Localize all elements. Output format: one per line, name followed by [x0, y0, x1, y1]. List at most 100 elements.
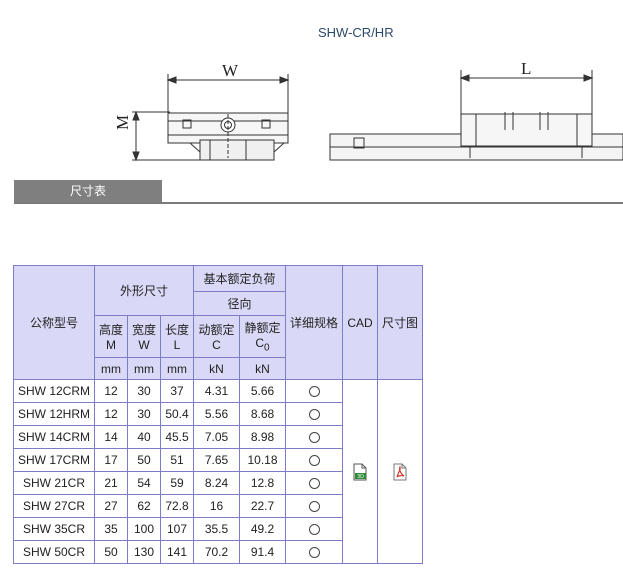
cell-model: SHW 12CRM	[13, 379, 95, 403]
cell-c: 7.05	[193, 425, 240, 449]
radio-circle-icon[interactable]	[308, 386, 320, 398]
unit-static: kN	[239, 357, 286, 380]
cell-model: SHW 21CR	[13, 471, 95, 495]
header-basic-load: 基本额定负荷	[193, 265, 286, 292]
header-detail: 详细规格	[285, 265, 343, 380]
radio-circle-icon[interactable]	[308, 501, 320, 513]
cell-detail	[285, 540, 343, 564]
cell-c0: 22.7	[239, 494, 286, 518]
cell-w: 30	[127, 379, 161, 403]
cell-detail	[285, 517, 343, 541]
cell-m: 35	[94, 517, 128, 541]
cell-l: 45.5	[160, 425, 194, 449]
page-title: SHW-CR/HR	[318, 25, 394, 40]
side-view	[329, 70, 623, 161]
table-row: SHW 12CRM 12 30 37 4.31 5.66 3D	[13, 379, 423, 564]
cell-m: 12	[94, 402, 128, 426]
radio-circle-icon[interactable]	[308, 524, 320, 536]
table-row: SHW 12HRM 12 30 50.4 5.56 8.68	[13, 402, 423, 426]
table-row: SHW 35CR 35 100 107 35.5 49.2	[13, 517, 423, 541]
cell-l: 50.4	[160, 402, 194, 426]
cell-c: 35.5	[193, 517, 240, 541]
cell-m: 50	[94, 540, 128, 564]
unit-length: mm	[160, 357, 194, 380]
cell-m: 12	[94, 379, 128, 403]
pdf-file-icon[interactable]	[392, 463, 408, 481]
cell-c: 5.56	[193, 402, 240, 426]
cell-c: 7.65	[193, 448, 240, 472]
cell-model: SHW 50CR	[13, 540, 95, 564]
front-view	[132, 74, 290, 162]
cell-c0: 49.2	[239, 517, 286, 541]
header-outer-dims: 外形尺寸	[94, 265, 194, 316]
cell-l: 72.8	[160, 494, 194, 518]
cell-w: 50	[127, 448, 161, 472]
unit-width: mm	[127, 357, 161, 380]
section-tab-dimensions[interactable]: 尺寸表	[14, 180, 162, 202]
cell-l: 37	[160, 379, 194, 403]
cell-c: 16	[193, 494, 240, 518]
header-dimension-drawing: 尺寸图	[377, 265, 423, 380]
cell-l: 141	[160, 540, 194, 564]
cell-c0: 12.8	[239, 471, 286, 495]
table-row: SHW 21CR 21 54 59 8.24 12.8	[13, 471, 423, 495]
cell-c0: 8.98	[239, 425, 286, 449]
cad-file-icon[interactable]: 3D	[352, 463, 368, 481]
cell-cad: 3D	[342, 379, 378, 564]
radio-circle-icon[interactable]	[308, 478, 320, 490]
header-model: 公称型号	[13, 265, 95, 380]
cell-drawing	[377, 379, 423, 564]
cell-detail	[285, 402, 343, 426]
cell-w: 62	[127, 494, 161, 518]
radio-circle-icon[interactable]	[308, 547, 320, 559]
cell-c: 70.2	[193, 540, 240, 564]
cell-c: 8.24	[193, 471, 240, 495]
cell-model: SHW 35CR	[13, 517, 95, 541]
cell-detail	[285, 471, 343, 495]
cell-w: 30	[127, 402, 161, 426]
cell-l: 59	[160, 471, 194, 495]
header-cad: CAD	[342, 265, 378, 380]
cell-model: SHW 17CRM	[13, 448, 95, 472]
radio-circle-icon[interactable]	[308, 409, 320, 421]
cell-w: 40	[127, 425, 161, 449]
cell-detail	[285, 379, 343, 403]
cell-c0: 8.68	[239, 402, 286, 426]
cell-c0: 5.66	[239, 379, 286, 403]
cell-detail	[285, 448, 343, 472]
cell-w: 54	[127, 471, 161, 495]
section-header: 尺寸表	[14, 180, 623, 204]
cell-l: 51	[160, 448, 194, 472]
cell-m: 17	[94, 448, 128, 472]
header-radial: 径向	[193, 291, 286, 316]
cell-w: 100	[127, 517, 161, 541]
cell-m: 14	[94, 425, 128, 449]
radio-circle-icon[interactable]	[308, 432, 320, 444]
radio-circle-icon[interactable]	[308, 455, 320, 467]
product-drawing: W M L	[113, 59, 623, 162]
cell-c0: 91.4	[239, 540, 286, 564]
cell-l: 107	[160, 517, 194, 541]
unit-dynamic: kN	[193, 357, 240, 380]
cell-c: 4.31	[193, 379, 240, 403]
cell-m: 21	[94, 471, 128, 495]
table-row: SHW 50CR 50 130 141 70.2 91.4	[13, 540, 423, 564]
dimension-l-label: L	[521, 59, 531, 78]
cell-model: SHW 27CR	[13, 494, 95, 518]
svg-text:3D: 3D	[357, 474, 364, 480]
dimension-m-label: M	[113, 115, 132, 130]
cell-w: 130	[127, 540, 161, 564]
cell-m: 27	[94, 494, 128, 518]
dimension-w-label: W	[222, 61, 239, 80]
unit-height: mm	[94, 357, 128, 380]
cell-model: SHW 14CRM	[13, 425, 95, 449]
cell-c0: 10.18	[239, 448, 286, 472]
cell-detail	[285, 494, 343, 518]
table-row: SHW 17CRM 17 50 51 7.65 10.18	[13, 448, 423, 472]
